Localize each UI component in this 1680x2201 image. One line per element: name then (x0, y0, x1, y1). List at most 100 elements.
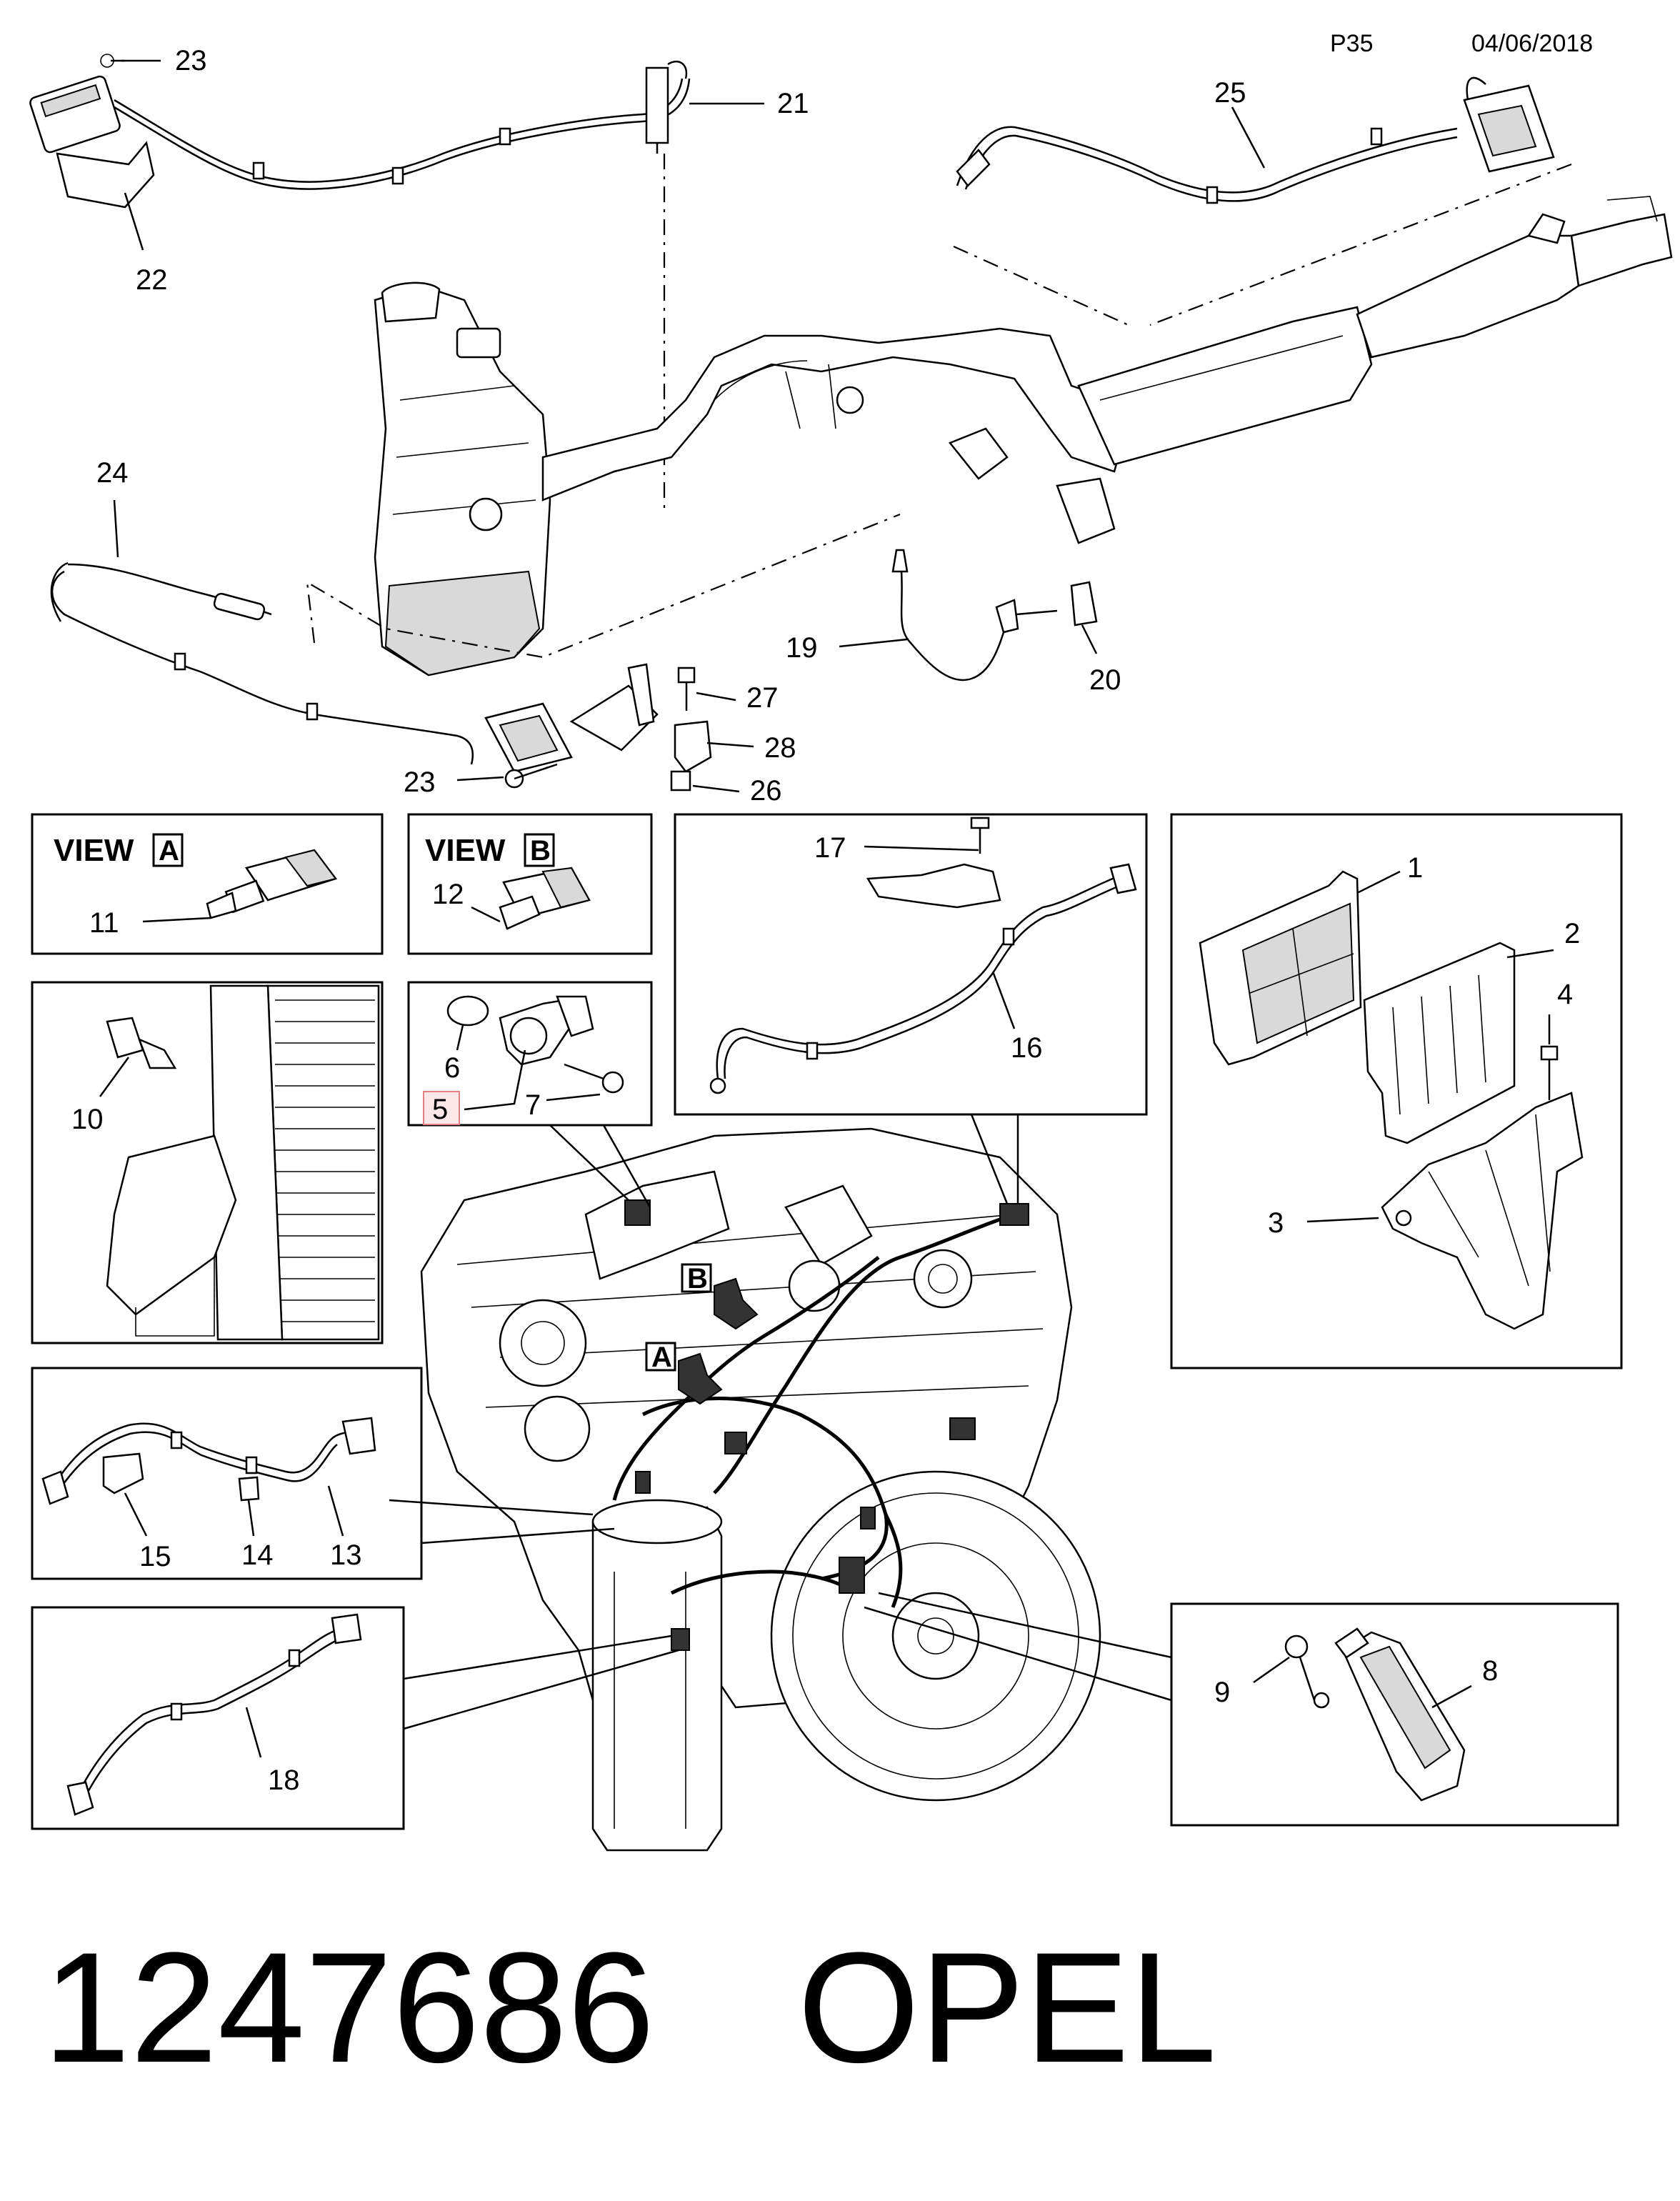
connector-panel-5 (549, 1124, 629, 1201)
bolt-9 (1284, 1634, 1330, 1709)
harness-13 (41, 1417, 376, 1505)
view-a-letter-box (152, 833, 184, 867)
harness-16 (709, 863, 1137, 1094)
leader-28 (706, 742, 754, 748)
bracket-15 (102, 1452, 144, 1494)
leader-17 (864, 845, 979, 852)
view-a-panel (31, 813, 384, 955)
connector-panel-18b (403, 1649, 679, 1730)
leader-20 (1081, 624, 1098, 654)
flywheel (770, 1470, 1101, 1802)
bolt-4 (1540, 1045, 1559, 1100)
leader-14 (247, 1499, 255, 1537)
leader-9 (1253, 1656, 1290, 1684)
engine-dpf (591, 1499, 723, 1852)
leader-26 (692, 784, 740, 793)
leader-16 (991, 971, 1016, 1029)
panel-sensor-18 (31, 1606, 405, 1830)
callout-4: 4 (1557, 979, 1573, 1010)
callout-26: 26 (750, 775, 782, 807)
callout-21: 21 (777, 88, 809, 119)
view-a-letter: A (159, 835, 179, 867)
callout-10: 10 (71, 1104, 104, 1135)
nut-26 (670, 770, 691, 792)
footer-part-number: 1247686 (43, 1920, 655, 2095)
view-b-title: VIEW (425, 833, 506, 868)
sensor-module-23b (484, 663, 659, 789)
leader-18 (245, 1707, 262, 1758)
arrow-b-icon (714, 1277, 759, 1330)
panel-sensor-16 (674, 813, 1148, 1116)
view-b-letter: B (530, 835, 551, 867)
marker-b-box (681, 1263, 712, 1293)
connector-panel-13b (421, 1527, 615, 1544)
seal-6 (446, 995, 489, 1027)
dash-24 (306, 513, 901, 659)
sensor-8 (1334, 1627, 1466, 1802)
callout-16: 16 (1011, 1032, 1043, 1064)
connector-panel-8 (878, 1592, 1172, 1659)
leader-10 (99, 1057, 130, 1097)
leader-5 (464, 1049, 526, 1111)
bracket-17 (866, 817, 1001, 909)
sensor-11 (206, 849, 338, 919)
bracket-3 (1381, 1092, 1584, 1330)
leader-23b (456, 776, 504, 782)
dash-25a (953, 245, 1129, 326)
bracket-28 (674, 720, 712, 773)
callout-17: 17 (814, 832, 846, 864)
connector-panel-13 (389, 1499, 594, 1516)
leader-22 (124, 192, 144, 251)
exhaust-pipe (541, 327, 1130, 544)
callout-24: 24 (96, 457, 129, 489)
view-b-letter-box (524, 833, 555, 867)
callout-2: 2 (1564, 918, 1580, 949)
callout-7: 7 (525, 1089, 541, 1121)
leader-25 (1231, 106, 1266, 169)
harness-25 (956, 76, 1555, 204)
callout-27: 27 (746, 682, 779, 714)
connector-panel-18 (403, 1634, 672, 1680)
leader-1 (1356, 870, 1401, 894)
footer-brand: OPEL (797, 1920, 1217, 2095)
sensor-10 (106, 1017, 177, 1069)
leader-6 (456, 1024, 464, 1051)
harness-19 (891, 549, 1058, 682)
callout-25: 25 (1214, 77, 1246, 109)
leader-3 (1306, 1217, 1379, 1223)
bolt-7 (564, 1063, 624, 1094)
radiator (106, 984, 380, 1341)
callout-22: 22 (136, 264, 168, 296)
callout-3: 3 (1268, 1207, 1284, 1239)
leader-13 (327, 1485, 344, 1537)
callout-23b: 23 (404, 767, 436, 798)
callout-23a: 23 (175, 45, 207, 76)
engine-harness (612, 1199, 1029, 1651)
leader-8 (1431, 1685, 1472, 1709)
leader-27 (696, 692, 736, 702)
callout-8: 8 (1482, 1655, 1498, 1687)
callout-18: 18 (268, 1765, 300, 1796)
connector-panel-5b (602, 1124, 651, 1208)
leader-19 (839, 638, 908, 648)
harness-24 (50, 562, 474, 765)
callout-13: 13 (330, 1539, 362, 1571)
sensor-12 (499, 867, 591, 930)
nox-sensor-front (29, 54, 155, 209)
callout-14: 14 (241, 1539, 274, 1571)
sensor-5 (499, 995, 594, 1066)
harness-18 (66, 1613, 362, 1816)
marker-b: B (687, 1263, 708, 1294)
ecu-1 (1199, 870, 1362, 1066)
panel-sensor-13 (31, 1367, 423, 1580)
view-a-title: VIEW (54, 833, 134, 868)
leader-2 (1506, 949, 1554, 959)
callout-11: 11 (89, 907, 119, 939)
callout-20: 20 (1089, 664, 1121, 696)
callout-5-highlight (423, 1091, 460, 1125)
leader-11 (142, 917, 211, 923)
callout-28: 28 (764, 732, 796, 764)
callout-15: 15 (139, 1541, 171, 1572)
harness-21 (114, 60, 691, 190)
